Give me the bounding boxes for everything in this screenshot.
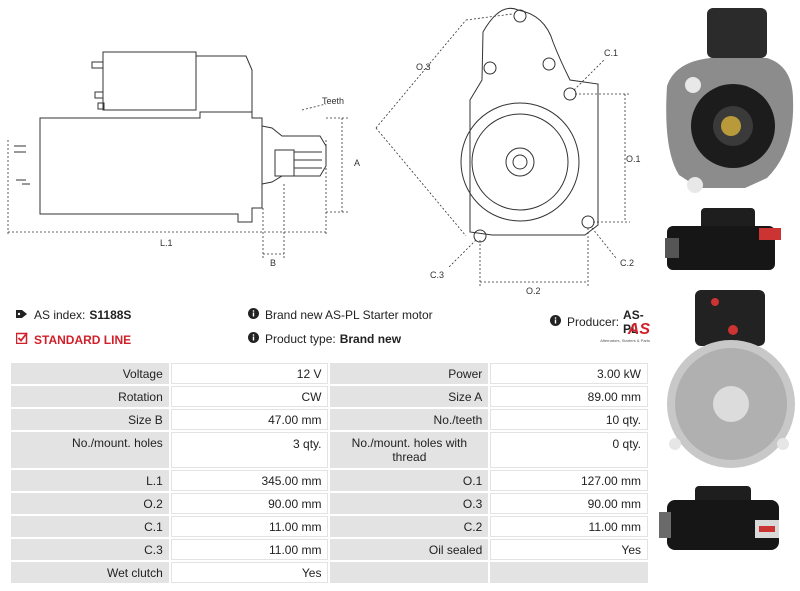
teeth-label: Teeth (322, 96, 344, 106)
dim-o1-label: O.1 (626, 154, 641, 164)
as-pl-logo: AS Alternators, Starters & Parts (590, 321, 650, 344)
spec-key: Oil sealed (330, 539, 489, 560)
info-icon (248, 332, 259, 346)
product-photo-rear (667, 290, 795, 468)
dim-c3-label: C.3 (430, 270, 444, 280)
spec-key: Size B (11, 409, 169, 430)
product-photo-side (665, 208, 781, 270)
producer-value: AS-PL (623, 308, 644, 336)
spec-value: 0 qty. (490, 432, 648, 468)
solenoid-outline (102, 51, 197, 111)
spec-key: No./mount. holes with thread (330, 432, 489, 468)
spec-key: Voltage (11, 363, 169, 384)
spec-value: 12 V (170, 363, 329, 384)
product-photo-front (666, 8, 794, 193)
spec-key: C.2 (330, 516, 489, 537)
spec-key: O.1 (330, 470, 489, 491)
table-row: Wet clutch Yes (11, 562, 648, 583)
dim-c2-label: C.2 (620, 258, 634, 268)
spec-key: C.1 (11, 516, 169, 537)
product-info: AS index: S1188S STANDARD LINE Brand new… (10, 300, 650, 360)
spec-value: CW (170, 386, 329, 407)
spec-key: Power (330, 363, 489, 384)
spec-value (490, 562, 648, 583)
product-type-value: Brand new (339, 332, 402, 346)
brand-text: Brand new AS-PL Starter motor (265, 308, 433, 322)
table-row: O.2 90.00 mm O.3 90.00 mm (11, 493, 648, 514)
spec-value: 127.00 mm (490, 470, 648, 491)
table-row: C.3 11.00 mm Oil sealed Yes (11, 539, 648, 560)
producer-row: Producer: AS-PL (550, 308, 650, 336)
spec-key: L.1 (11, 470, 169, 491)
spec-key: O.3 (330, 493, 489, 514)
tag-icon (16, 308, 28, 322)
spec-table: Voltage 12 V Power 3.00 kW Rotation CW S… (9, 361, 650, 585)
product-photo-full (659, 486, 779, 550)
table-row: L.1 345.00 mm O.1 127.00 mm (11, 470, 648, 491)
table-row: Size B 47.00 mm No./teeth 10 qty. (11, 409, 648, 430)
logo-mark: AS (627, 321, 650, 338)
table-row: C.1 11.00 mm C.2 11.00 mm (11, 516, 648, 537)
dim-b-label: B (270, 258, 276, 268)
spec-value: 11.00 mm (490, 516, 648, 537)
standard-line-badge: STANDARD LINE (34, 332, 132, 347)
spec-value: 3.00 kW (490, 363, 648, 384)
product-photos (659, 8, 795, 550)
spec-value: 90.00 mm (170, 493, 329, 514)
spec-key (330, 562, 489, 583)
table-row: No./mount. holes 3 qty. No./mount. holes… (11, 432, 648, 468)
spec-value: 11.00 mm (170, 539, 329, 560)
spec-key: Rotation (11, 386, 169, 407)
spec-value: 11.00 mm (170, 516, 329, 537)
table-row: Rotation CW Size A 89.00 mm (11, 386, 648, 407)
spec-value: 90.00 mm (490, 493, 648, 514)
as-index-label: AS index: (34, 308, 86, 322)
producer-label: Producer: (567, 315, 620, 329)
standard-line-row: STANDARD LINE (15, 332, 132, 347)
motor-body-outline (39, 111, 263, 223)
technical-drawing: Teeth A B L.1 O.1 O.2 O.3 C.1 C.2 C.3 (7, 7, 641, 295)
spec-key: O.2 (11, 493, 169, 514)
spec-key: Wet clutch (11, 562, 169, 583)
info-icon (248, 308, 259, 322)
dim-o2-label: O.2 (526, 286, 541, 295)
product-type-label: Product type: (265, 332, 336, 346)
spec-value: Yes (490, 539, 648, 560)
spec-value: 47.00 mm (170, 409, 329, 430)
logo-tagline: Alternators, Starters & Parts (600, 338, 650, 343)
as-index-row: AS index: S1188S (16, 308, 131, 322)
dim-l1-label: L.1 (160, 238, 173, 248)
info-icon (550, 315, 561, 329)
spec-value: 345.00 mm (170, 470, 329, 491)
as-index-value: S1188S (89, 308, 132, 322)
spec-value: 10 qty. (490, 409, 648, 430)
dim-c1-label: C.1 (604, 48, 618, 58)
spec-value: Yes (170, 562, 329, 583)
spec-key: No./mount. holes (11, 432, 169, 468)
brand-row: Brand new AS-PL Starter motor (248, 308, 433, 322)
checkbox-icon (15, 332, 28, 347)
product-type-row: Product type: Brand new (248, 332, 401, 346)
end-view-outline (469, 7, 599, 236)
spec-value: 89.00 mm (490, 386, 648, 407)
spec-value: 3 qty. (170, 432, 329, 468)
dim-o3-label: O.3 (416, 62, 431, 72)
dim-a-label: A (354, 158, 360, 168)
spec-key: Size A (330, 386, 489, 407)
spec-key: No./teeth (330, 409, 489, 430)
table-row: Voltage 12 V Power 3.00 kW (11, 363, 648, 384)
spec-key: C.3 (11, 539, 169, 560)
